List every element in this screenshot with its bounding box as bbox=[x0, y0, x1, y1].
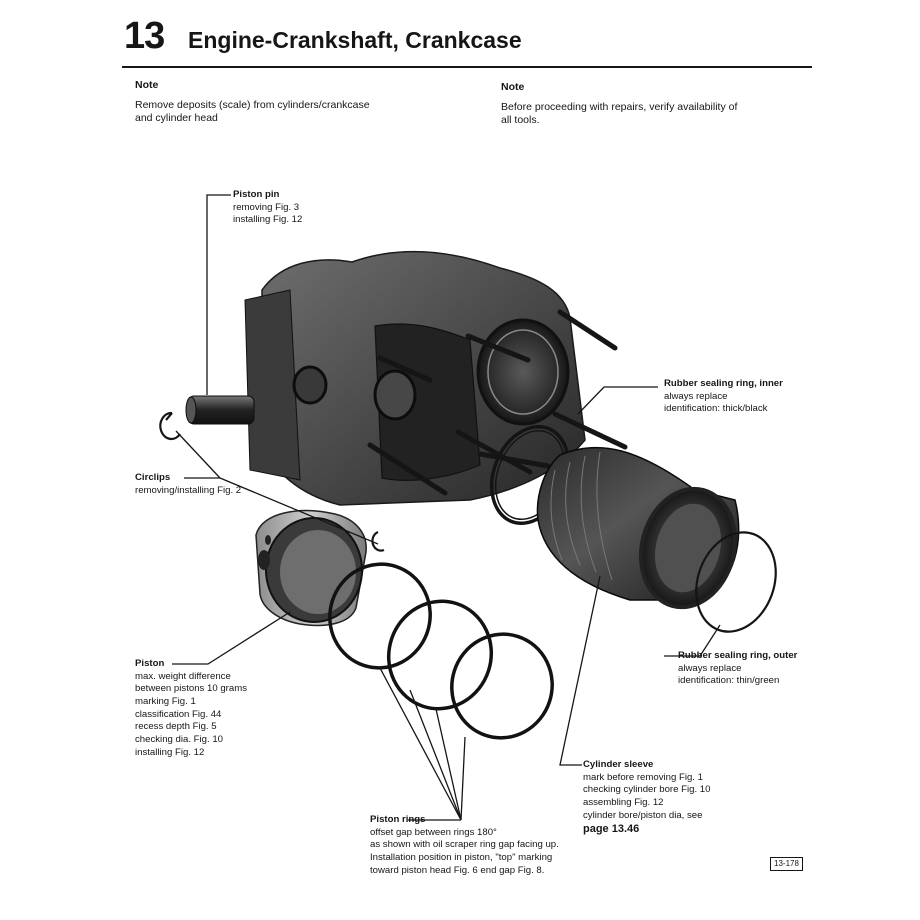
callout-rubber-sealing-ring-inner: Rubber sealing ring, inner always replac… bbox=[664, 378, 783, 416]
chapter-number: 13 bbox=[124, 15, 165, 57]
callout-piston-pin: Piston pin removing Fig. 3 installing Fi… bbox=[233, 189, 302, 227]
callout-title: Piston bbox=[135, 658, 165, 669]
note-heading: Note bbox=[501, 81, 525, 93]
callout-line: checking dia. Fig. 10 bbox=[135, 733, 223, 745]
callout-line: offset gap between rings 180° bbox=[370, 826, 497, 838]
callout-line: as shown with oil scraper ring gap facin… bbox=[370, 839, 559, 851]
note-line: all tools. bbox=[501, 114, 540, 127]
callout-circlips: Circlips removing/installing Fig. 2 bbox=[135, 472, 241, 497]
callout-line: recess depth Fig. 5 bbox=[135, 721, 217, 733]
callout-line: removing/installing Fig. 2 bbox=[135, 484, 242, 496]
callout-title: Piston pin bbox=[233, 189, 280, 200]
leader-lines bbox=[172, 194, 721, 821]
page-reference: page 13.46 bbox=[583, 823, 640, 836]
note-left: Note Remove deposits (scale) from cylind… bbox=[135, 79, 465, 126]
callout-title: Cylinder sleeve bbox=[583, 759, 654, 770]
piston-rings bbox=[328, 562, 554, 740]
circlip-left bbox=[159, 411, 181, 441]
note-heading: Note bbox=[135, 79, 159, 91]
callout-line: classification Fig. 44 bbox=[135, 708, 222, 720]
piston-pin bbox=[185, 395, 255, 425]
callout-piston-rings: Piston rings offset gap between rings 18… bbox=[370, 814, 559, 877]
callout-line: installing Fig. 12 bbox=[135, 746, 205, 758]
callout-line: mark before removing Fig. 1 bbox=[583, 771, 703, 783]
callout-line: assembling Fig. 12 bbox=[583, 796, 664, 808]
page-id-box: 13-178 bbox=[770, 857, 803, 871]
piston bbox=[255, 509, 367, 627]
callout-line: identification: thick/black bbox=[664, 403, 768, 415]
note-line: and cylinder head bbox=[135, 112, 218, 125]
callout-title: Circlips bbox=[135, 472, 171, 483]
callout-title: Rubber sealing ring, outer bbox=[678, 650, 798, 661]
header-rule bbox=[122, 66, 812, 68]
callout-piston: Piston max. weight difference between pi… bbox=[135, 658, 247, 759]
note-line: Remove deposits (scale) from cylinders/c… bbox=[135, 98, 370, 111]
chapter-title: Engine-Crankshaft, Crankcase bbox=[188, 27, 522, 53]
callout-line: always replace bbox=[664, 390, 728, 402]
callout-line: toward piston head Fig. 6 end gap Fig. 8… bbox=[370, 864, 545, 876]
callout-line: cylinder bore/piston dia, see bbox=[583, 809, 703, 821]
callout-line: Installation position in piston, "top" m… bbox=[370, 851, 553, 863]
callout-title: Piston rings bbox=[370, 814, 426, 825]
callout-line: removing Fig. 3 bbox=[233, 201, 300, 213]
callout-line: marking Fig. 1 bbox=[135, 695, 196, 707]
callout-rubber-sealing-ring-outer: Rubber sealing ring, outer always replac… bbox=[678, 650, 797, 688]
callout-line: between pistons 10 grams bbox=[135, 683, 247, 695]
callout-title: Rubber sealing ring, inner bbox=[664, 378, 783, 389]
callout-line: checking cylinder bore Fig. 10 bbox=[583, 784, 711, 796]
crankcase-half bbox=[244, 250, 628, 506]
cylinder-sleeve bbox=[536, 446, 740, 610]
note-line: Before proceeding with repairs, verify a… bbox=[501, 100, 738, 113]
callout-line: always replace bbox=[678, 662, 742, 674]
callout-cylinder-sleeve: Cylinder sleeve mark before removing Fig… bbox=[583, 759, 710, 837]
callout-line: max. weight difference bbox=[135, 670, 231, 682]
callout-line: identification: thin/green bbox=[678, 675, 780, 687]
note-right: Note Before proceeding with repairs, ver… bbox=[501, 81, 811, 128]
circlip-right bbox=[371, 530, 385, 552]
callout-line: installing Fig. 12 bbox=[233, 214, 303, 226]
rubber-sealing-ring-outer bbox=[695, 531, 777, 633]
